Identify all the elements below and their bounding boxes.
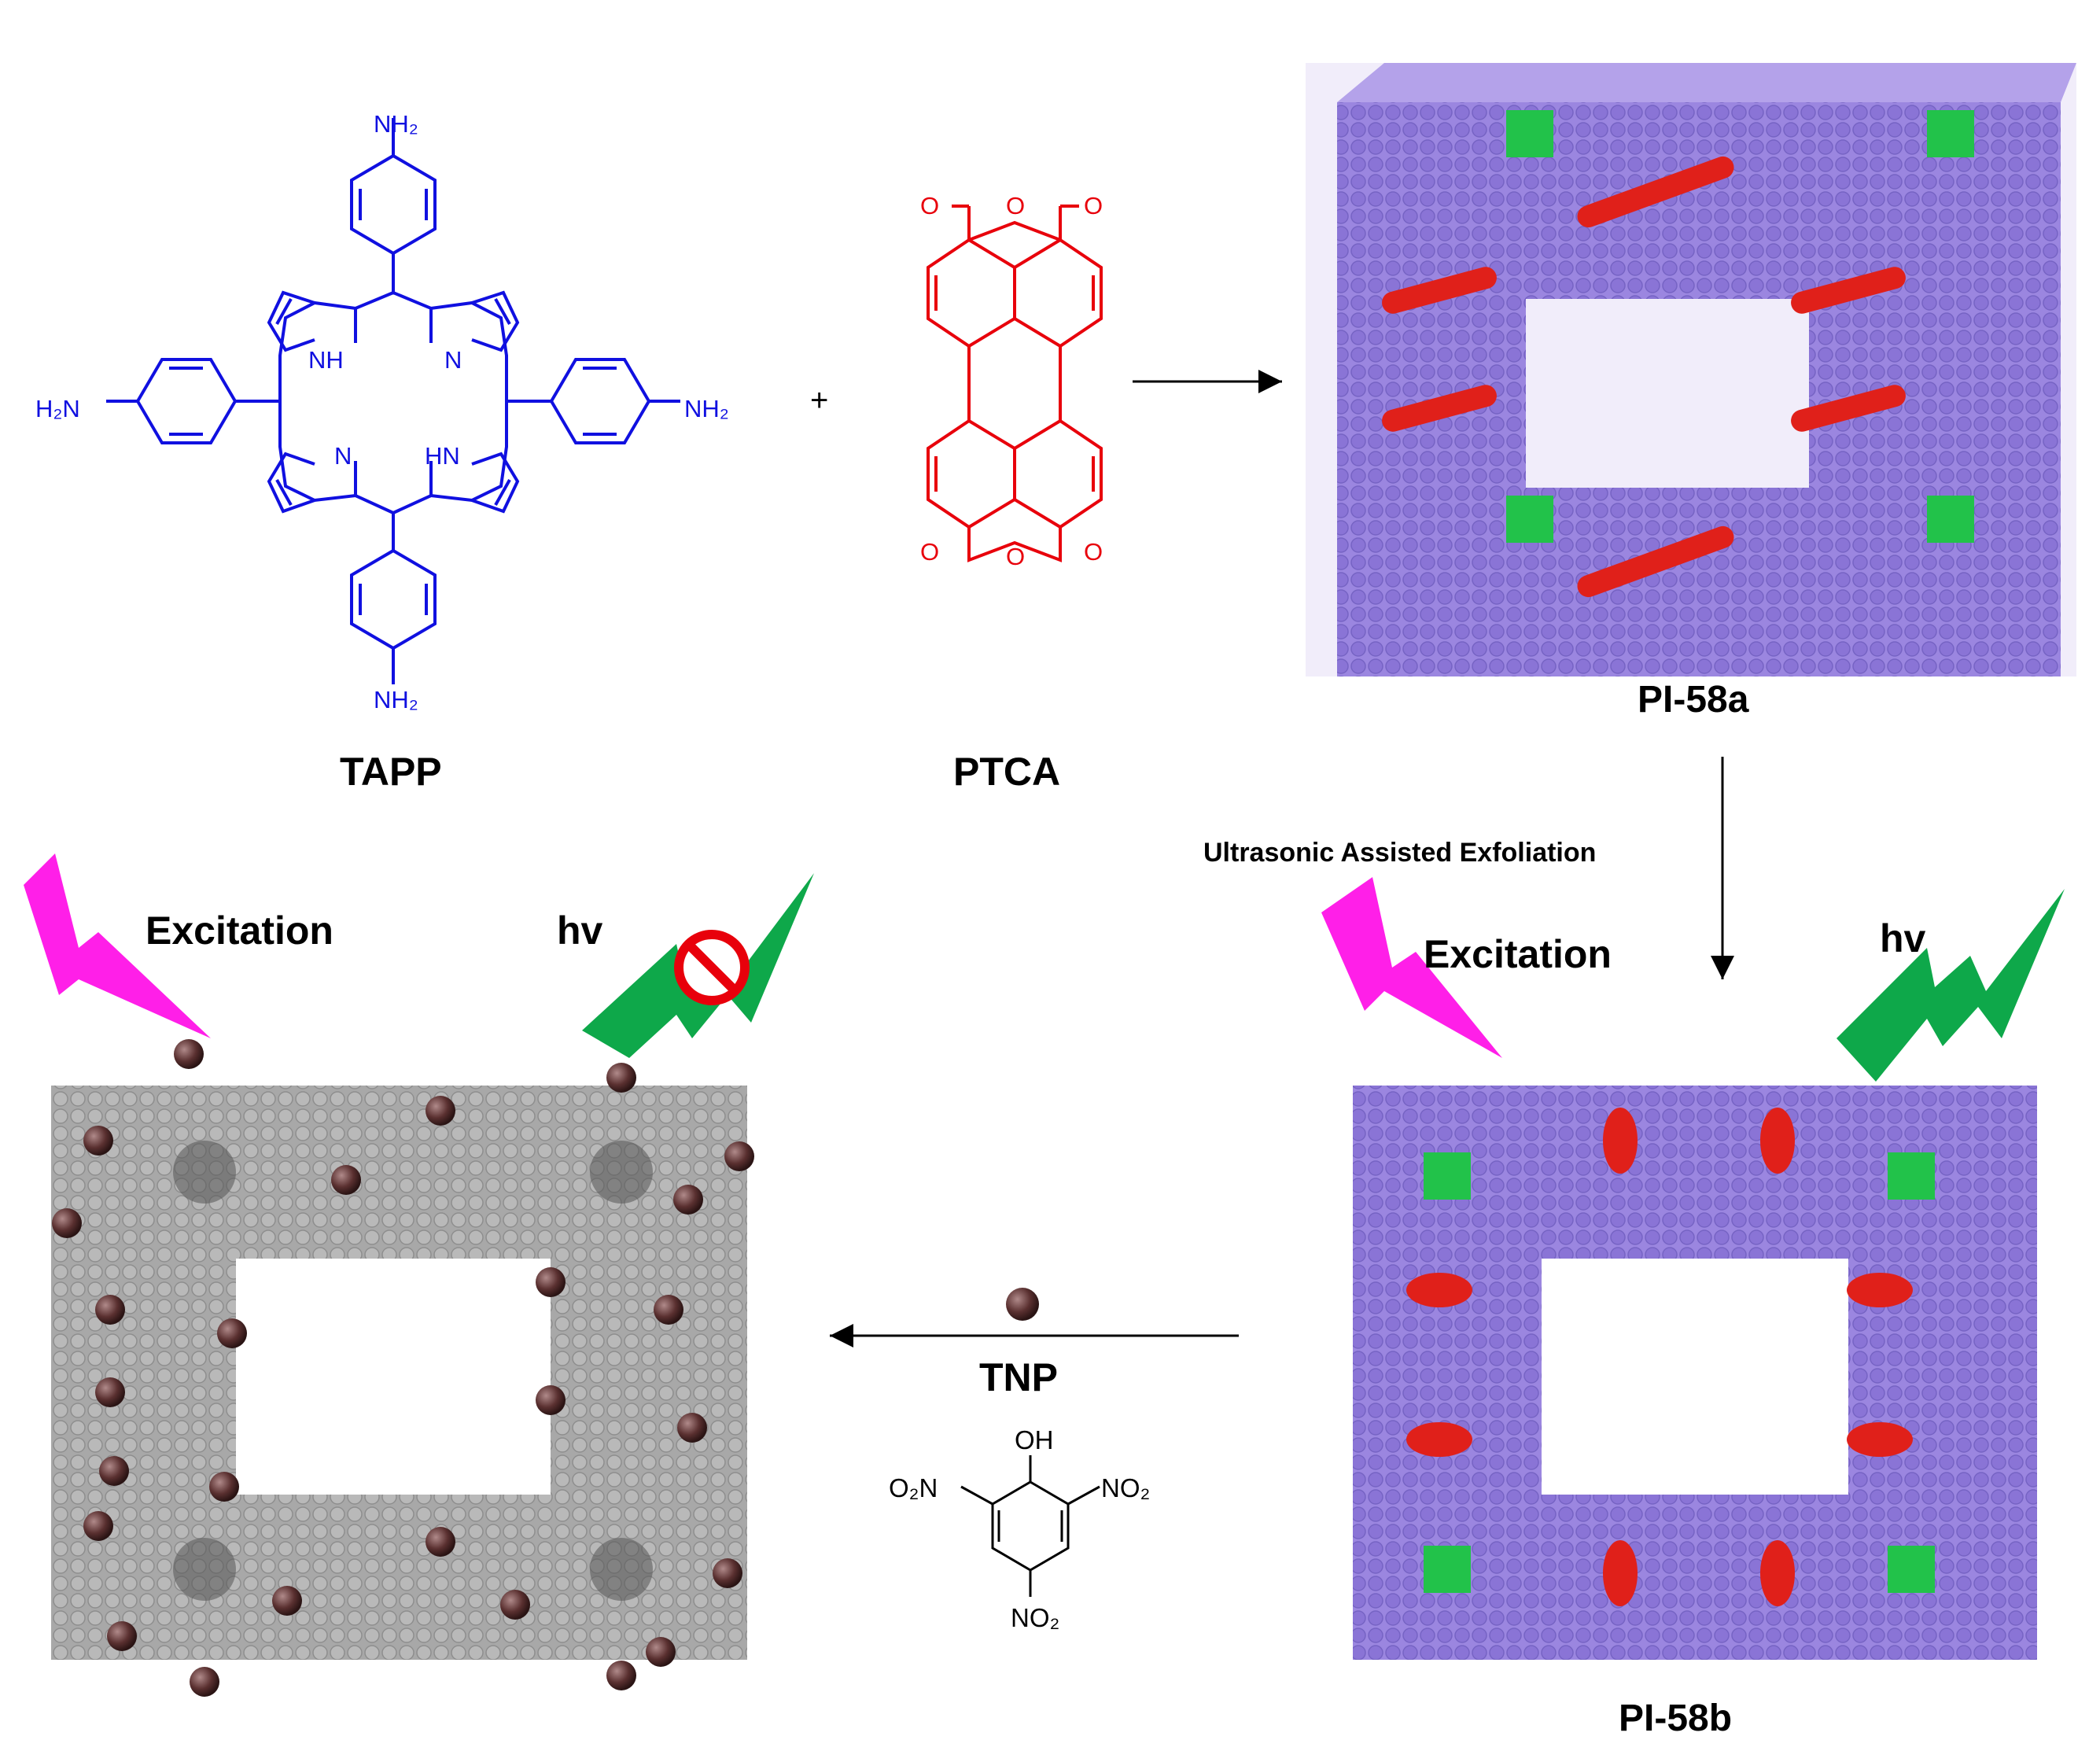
tnp-label: TNP: [979, 1355, 1058, 1399]
quenched-framework: [51, 1086, 747, 1660]
tnp-no2-bottom: NO₂: [1011, 1603, 1059, 1632]
tapp-structure: [106, 118, 680, 684]
tapp-n-upper: N: [444, 346, 462, 374]
pi58a-label: PI-58a: [1638, 679, 1749, 721]
emission-bolt-icon: [582, 873, 814, 1058]
ptca-o-bottom-left: O: [920, 538, 939, 566]
ptca-structure: [927, 205, 1103, 562]
prohibited-icon: [674, 930, 750, 1005]
tnp-particle-icon: [1006, 1288, 1039, 1321]
lightning-bolt-icon: [1321, 877, 1502, 1058]
emission-bolt-icon: [1837, 889, 2065, 1082]
pi58b-label: PI-58b: [1619, 1698, 1732, 1739]
tapp-nh2-bottom: NH₂: [374, 686, 418, 713]
ptca-o-bottom-ring: O: [1006, 543, 1025, 570]
ptca-o-bottom-right: O: [1084, 538, 1103, 566]
left-excitation-label: Excitation: [146, 909, 333, 953]
ptca-o-top-right: O: [1084, 192, 1103, 219]
tapp-nh2-right: NH₂: [684, 395, 729, 422]
lightning-bolt-icon: [24, 853, 211, 1038]
plus-sign: +: [810, 383, 828, 418]
tapp-nh2-top: NH₂: [374, 110, 418, 138]
ptca-o-top-ring: O: [1006, 192, 1025, 219]
pi58b-framework: [1353, 1086, 2037, 1660]
tnp-no2-right: NO₂: [1101, 1473, 1150, 1502]
right-excitation-label: Excitation: [1424, 932, 1612, 976]
exfoliation-label: Ultrasonic Assisted Exfoliation: [1203, 838, 1596, 868]
tapp-nh-upper: NH: [308, 346, 344, 374]
pi58a-framework: [1306, 63, 2076, 676]
tnp-labels: OH O₂N NO₂ NO₂: [889, 1425, 1150, 1632]
tapp-labels: NH₂ H₂N NH₂ NH₂ NH N N HN: [35, 110, 729, 713]
ptca-labels: O O O O O O: [920, 192, 1103, 570]
tnp-structure: [960, 1455, 1100, 1597]
tnp-no2-left: O₂N: [889, 1473, 938, 1502]
tapp-hn-lower: HN: [425, 442, 460, 470]
tnp-oh: OH: [1015, 1425, 1054, 1454]
tapp-name: TAPP: [340, 750, 442, 794]
tapp-nh2-left: H₂N: [35, 395, 80, 422]
ptca-o-top-left: O: [920, 192, 939, 219]
ptca-name: PTCA: [953, 750, 1060, 794]
tapp-n-lower: N: [334, 442, 352, 470]
right-hv-label: hv: [1880, 916, 1926, 960]
tnp-adsorbed-particles: [52, 1039, 754, 1697]
left-hv-label: hv: [557, 909, 603, 953]
